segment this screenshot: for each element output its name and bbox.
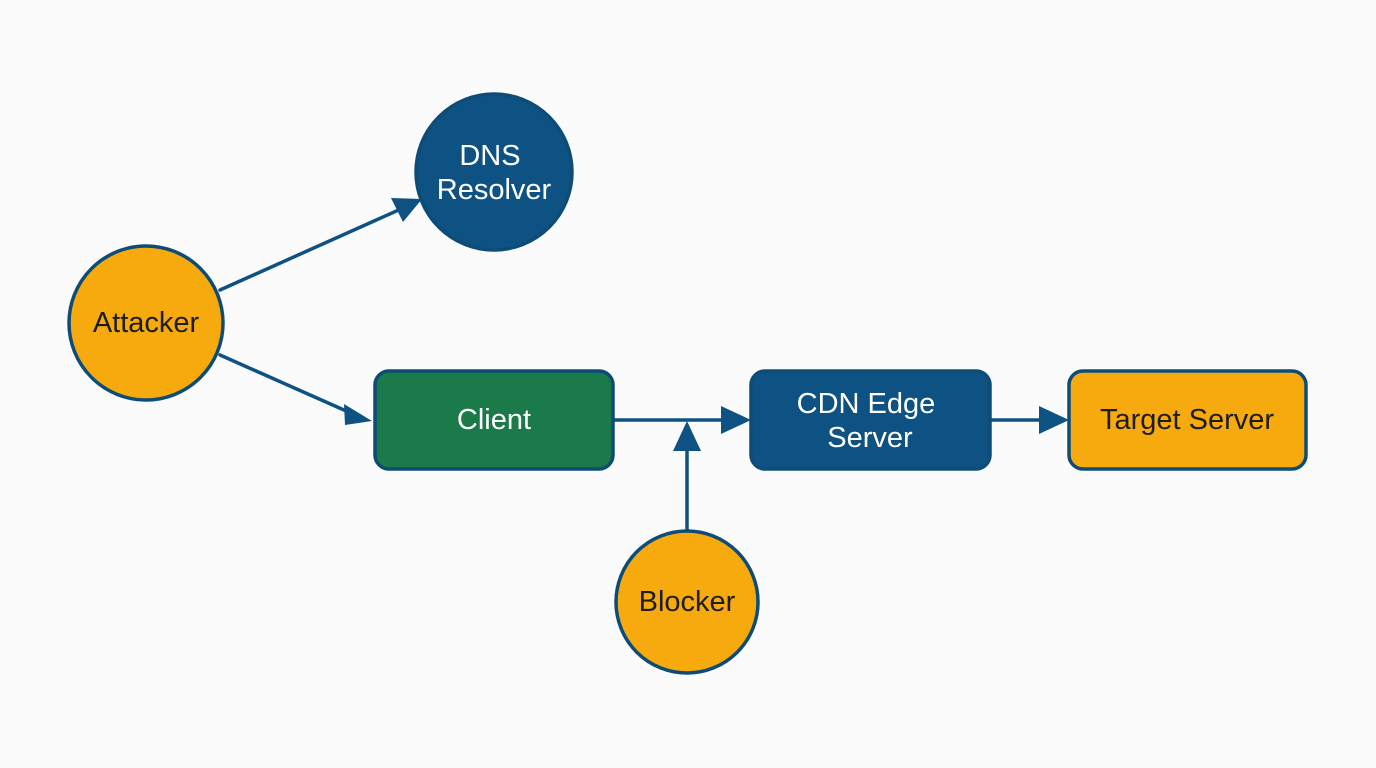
edge-attacker-to-client xyxy=(218,353,364,420)
arrowhead-client xyxy=(344,404,372,425)
dns-resolver-label-line-2: Resolver xyxy=(437,174,552,206)
arrowhead-blocker-link xyxy=(673,421,701,451)
target-server-shape xyxy=(1067,369,1308,471)
target-server-label: Target Server xyxy=(1100,404,1274,436)
edges xyxy=(218,198,1069,532)
client-label: Client xyxy=(457,404,531,436)
edge-attacker-to-dns-resolver xyxy=(218,202,414,292)
blocker-shape xyxy=(614,529,760,675)
attacker-label: Attacker xyxy=(93,307,200,339)
dns-resolver-label-line-1: DNS xyxy=(459,140,520,172)
node-target-server[interactable]: Target Server xyxy=(1067,369,1308,471)
cdn-edge-server-label-line-1: CDN Edge xyxy=(797,388,936,420)
node-blocker[interactable]: Blocker xyxy=(614,529,760,675)
dns-resolver-label: DNS Resolver xyxy=(437,140,552,206)
node-attacker[interactable]: Attacker xyxy=(67,244,225,402)
cdn-edge-server-shape xyxy=(749,369,992,471)
attacker-shape xyxy=(67,244,225,402)
node-client[interactable]: Client xyxy=(373,369,615,471)
blocker-label: Blocker xyxy=(639,586,736,618)
cdn-edge-server-label-line-2: Server xyxy=(827,422,913,454)
arrowhead-target-server xyxy=(1039,406,1069,434)
client-shape xyxy=(373,369,615,471)
arrowhead-dns-resolver xyxy=(391,198,422,222)
dns-resolver-shape xyxy=(414,92,574,252)
node-cdn-edge-server[interactable]: CDN Edge Server xyxy=(749,369,992,471)
arrowhead-cdn-edge-server xyxy=(721,406,751,434)
node-dns-resolver[interactable]: DNS Resolver xyxy=(414,92,574,252)
cdn-edge-server-label: CDN Edge Server xyxy=(797,388,944,454)
